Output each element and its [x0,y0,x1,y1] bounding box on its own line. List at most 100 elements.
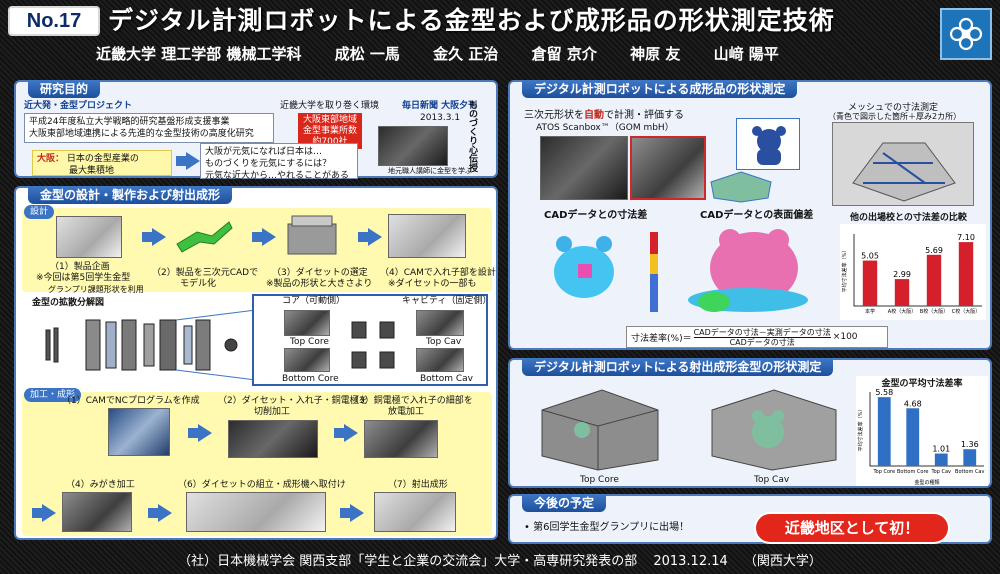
data-label: 2.99 [893,270,911,279]
chart-bar [877,397,891,466]
y-axis-label: 平均寸法差率（%） [841,248,848,293]
atos-scanbox-image [540,136,628,200]
formula-suffix: ×100 [832,332,858,342]
arrow-right-icon [358,228,382,246]
formula-denominator: CADデータの寸法 [729,337,795,347]
category-label: Top Cav [930,469,951,475]
step-note: ※ダイセットの一部も [388,279,477,289]
atos-label: ATOS Scanbox™（GOM mbH） [536,123,674,133]
arrow-right-icon [176,152,200,170]
injection-image [374,492,456,532]
osaka-box: 大阪： 日本の金型産業の 最大集積地 [32,150,172,176]
question-line: 元気な近大から…やれることがある [205,171,350,181]
formula-prefix: 寸法差率(%)＝ [631,333,692,344]
polishing-image [62,492,132,532]
exploded-view-label: 金型の拡散分解図 [32,298,105,308]
bottom-core-image [284,348,330,372]
auto-text-part: で計測・評価する [604,110,684,121]
machining-step: （1）CAMでNCプログラムを作成 [62,396,200,406]
top-core-caption: Top Core [580,475,619,485]
machining-step: （7）射出成形 [388,480,448,490]
y-axis-label: 平均寸法差率（%） [857,407,864,452]
panel-title: デジタル計測ロボットによる射出成形金型の形状測定 [522,358,834,376]
top-core-label: Top Core [290,337,329,347]
future-item: • 第6回学生金型グランプリに出場！ [524,522,690,533]
arrow-right-icon [142,228,166,246]
arrow-right-icon [148,504,172,522]
purpose-panel: 研究目的 近大発・金型プロジェクト 平成24年度私立大学戦略的研究基盤形成支援事… [14,80,498,181]
cam-screen-image [108,408,170,456]
bottom-cav-label: Bottom Cav [420,374,473,384]
chart-bar [963,449,977,466]
newspaper-date: 2013.3.1 [420,113,461,123]
machining-step: （4）みがき加工 [66,480,135,490]
comparison-chart: 平均寸法差率（%）5.05本学2.99A校（大阪）5.69B校（大阪）7.10C… [840,224,986,320]
x-axis-label: 金型の種類 [914,479,939,486]
cutting-image [228,420,318,458]
top-cav-image [416,310,464,336]
poster-number-badge: No.17 [8,6,100,36]
edm-image [364,420,438,458]
design-panel: 金型の設計・製作および射出成形 設計 （1）製品企画 ※今回は第5回学生金型 グ… [14,186,498,540]
chart-bar [862,260,878,306]
auto-text-highlight: 自動 [584,110,604,121]
affiliation: 近畿大学 理工学部 機械工学科 [96,45,302,63]
data-label: 1.36 [961,440,979,449]
kindai-flower-icon [940,8,992,60]
author-line: 近畿大学 理工学部 機械工学科 成松 一馬 金久 正治 倉留 京介 神原 友 山… [96,42,926,66]
step-label: （3）ダイセットの選定 [272,268,368,278]
environment-line: 大阪東部地域 [302,115,357,125]
machining-step: （6）ダイセットの組立・成形機へ取付け [178,480,346,490]
formula-numerator: CADデータの寸法－実測データの寸法 [693,327,831,338]
arrow-right-icon [252,228,276,246]
grant-line: 大阪東部地域連携による先進的な金型技術の高度化研究 [29,129,254,139]
category-label: 本学 [865,308,875,315]
step-note: グランプリ課題形状を利用 [48,285,144,294]
data-label: 5.58 [875,388,893,397]
mold-panel: デジタル計測ロボットによる射出成形金型の形状測定 Top Core Top Ca… [508,358,992,488]
author-name: 神原 友 [630,45,681,63]
data-label: 5.69 [925,246,943,255]
footer-date: 2013.12.14 [653,554,728,569]
cam-design-image [388,214,466,258]
newspaper-vertical-headline: ものづくり心伝授 [467,100,477,172]
first-in-region-badge: 近畿地区として初！ [756,514,948,542]
chart-bar [958,242,974,306]
footer: （社）日本機械学会 関西支部「学生と企業の交流会」大学・高専研究発表の部 201… [0,550,1000,574]
cad-diff-label: CADデータとの寸法差 [544,210,648,221]
author-name: 山﨑 陽平 [713,45,779,63]
step-note: モデル化 [180,279,217,289]
project-label: 近大発・金型プロジェクト [24,101,133,111]
category-label: Bottom Cav [955,469,984,475]
machining-substep: 切削加工 [254,407,291,417]
chart-bar [926,254,942,306]
future-item-text: 第6回学生金型グランプリに出場！ [533,522,690,533]
arrow-right-icon [334,424,358,442]
category-label: C校（大阪） [952,308,981,315]
panel-title: 金型の設計・製作および射出成形 [28,186,233,204]
environment-line: 金型事業所数 [302,126,357,136]
chart-bar [934,453,948,466]
panel-title: デジタル計測ロボットによる成形品の形状測定 [522,80,798,98]
category-label: Bottom Core [897,469,929,475]
machining-step: （3）銅電極で入れ子の細部を [350,396,473,406]
formula: 寸法差率(%)＝ CADデータの寸法－実測データの寸法 CADデータの寸法 ×1… [626,326,888,348]
newspaper-caption: 地元職人講師に金型を学ぶ [388,167,472,175]
grant-line: 平成24年度私立大学戦略的研究基盤形成支援事業 [29,117,230,127]
assembly-image [186,492,326,532]
poster-title: デジタル計測ロボットによる金型および成形品の形状測定技術 [108,6,835,35]
category-label: B校（大阪） [920,308,948,315]
step-label: （4）CAMで入れ子部を設計 [380,268,496,278]
core-label: コア（可動側） [282,296,346,306]
arrow-right-icon [32,504,56,522]
author-name: 倉留 京介 [531,45,597,63]
top-core-image [284,310,330,336]
bottom-cav-image [416,348,464,372]
auto-measure-text: 三次元形状を自動で計測・評価する [524,106,684,121]
comparison-title: 他の出場校との寸法差の比較 [850,213,967,223]
mesh-subtitle: （青色で図示した箇所＋厚み2カ所） [828,112,962,121]
cad-diff-heatmap [524,224,662,320]
data-label: 1.01 [932,445,950,454]
machining-substep: 放電加工 [388,407,425,417]
